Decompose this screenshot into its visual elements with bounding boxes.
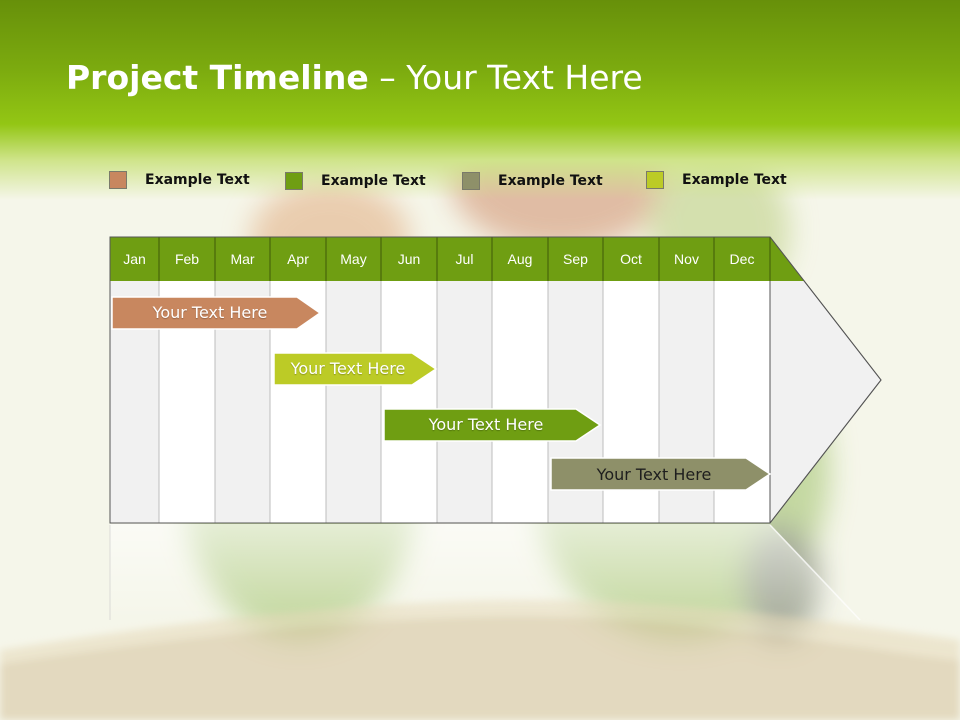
legend-swatch-4 xyxy=(646,171,664,189)
legend-label-3: Example Text xyxy=(498,173,603,189)
month-label-mar: Mar xyxy=(230,251,255,267)
reflection-edge xyxy=(769,524,861,621)
month-label-feb: Feb xyxy=(174,251,200,267)
legend-swatch-2 xyxy=(285,172,303,190)
task-label-2: Your Text Here xyxy=(290,359,406,378)
month-column-may xyxy=(326,281,381,523)
legend-item-1: Example Text xyxy=(109,170,250,190)
legend-swatch-3 xyxy=(462,172,480,190)
page-title: Project Timeline – Your Text Here xyxy=(66,58,643,97)
timeline-reflection xyxy=(110,524,860,620)
month-label-oct: Oct xyxy=(620,251,642,267)
month-label-aug: Aug xyxy=(507,251,533,267)
month-column-aug xyxy=(492,281,548,523)
task-label-4: Your Text Here xyxy=(596,465,712,484)
title-bold: Project Timeline xyxy=(66,58,369,97)
legend-item-4: Example Text xyxy=(646,170,787,190)
task-label-3: Your Text Here xyxy=(428,415,544,434)
month-label-apr: Apr xyxy=(287,251,309,267)
task-bar-4 xyxy=(550,457,772,491)
month-column-jun xyxy=(381,281,437,523)
month-label-dec: Dec xyxy=(729,251,755,267)
timeline-header-band xyxy=(110,237,804,281)
legend-label-4: Example Text xyxy=(682,172,787,188)
month-label-jun: Jun xyxy=(397,251,421,267)
month-label-nov: Nov xyxy=(674,251,699,267)
month-label-jul: Jul xyxy=(455,251,474,267)
task-bar-1 xyxy=(111,296,322,330)
legend-label-1: Example Text xyxy=(145,172,250,188)
legend-item-2: Example Text xyxy=(285,171,426,191)
task-bar-3 xyxy=(383,408,602,442)
month-label-jan: Jan xyxy=(123,251,146,267)
header-band xyxy=(0,0,960,200)
legend-label-2: Example Text xyxy=(321,173,426,189)
legend-swatch-1 xyxy=(109,171,127,189)
month-label-may: May xyxy=(340,251,367,267)
month-column-jul xyxy=(437,281,492,523)
legend-item-3: Example Text xyxy=(462,171,603,191)
timeline-outline xyxy=(109,236,882,524)
title-rest: – Your Text Here xyxy=(368,58,643,97)
task-label-1: Your Text Here xyxy=(152,303,268,322)
task-bar-2 xyxy=(273,352,438,386)
month-label-sep: Sep xyxy=(563,251,588,267)
